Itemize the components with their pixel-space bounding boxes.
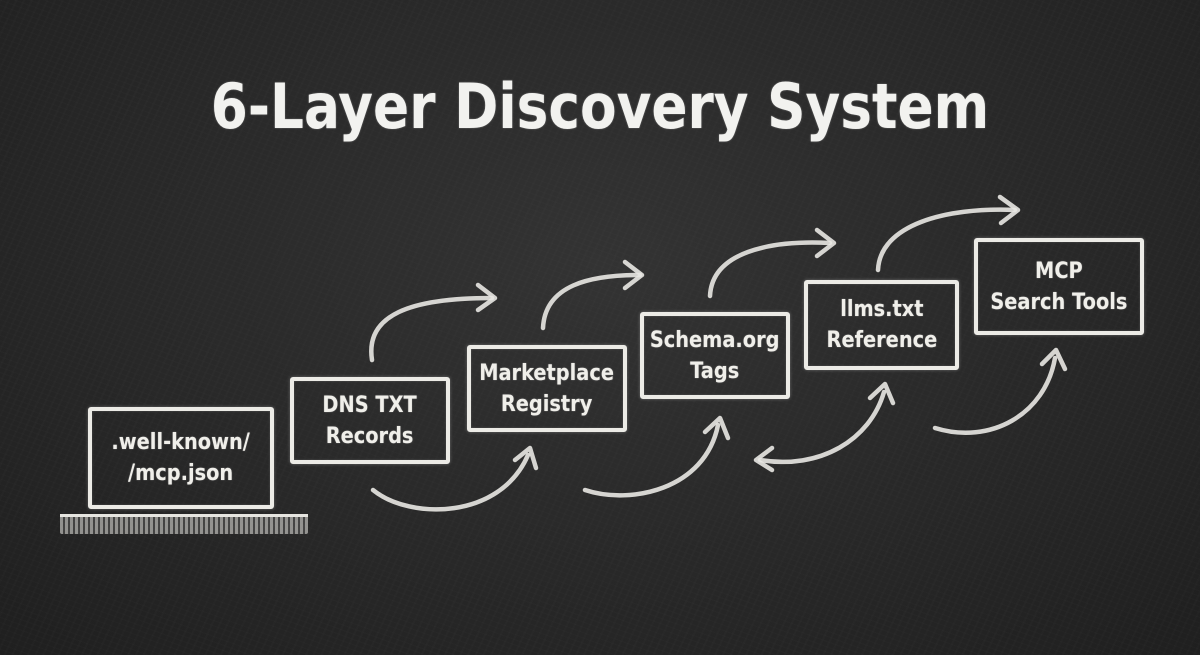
layer-label: llms.txt Reference xyxy=(826,297,937,353)
layer-label: MCP Search Tools xyxy=(990,258,1128,315)
arrow-top-4 xyxy=(875,194,1021,273)
arrow-top-2 xyxy=(540,259,645,331)
arrow-bottom-4 xyxy=(932,347,1068,435)
arrow-top-3 xyxy=(707,227,837,299)
layer-label: Marketplace Registry xyxy=(479,360,615,417)
arrow-top-1 xyxy=(369,282,498,363)
page-title: 6-Layer Discovery System xyxy=(210,70,990,143)
layer-box-schema-org: Schema.org Tags xyxy=(640,312,790,399)
layer-label: .well-known/ /mcp.json xyxy=(111,430,251,486)
layer-label: DNS TXT Records xyxy=(322,392,418,449)
layer-box-well-known: .well-known/ /mcp.json xyxy=(88,407,274,509)
layer-box-dns-txt: DNS TXT Records xyxy=(290,377,450,464)
layer-box-mcp-search: MCP Search Tools xyxy=(974,238,1144,335)
layer-box-marketplace: Marketplace Registry xyxy=(467,345,627,432)
arrow-bottom-2 xyxy=(582,415,731,498)
layer-label: Schema.org Tags xyxy=(650,327,780,384)
arrow-bottom-3 xyxy=(753,381,896,473)
laptop-base xyxy=(60,514,308,534)
layer-box-llms-txt: llms.txt Reference xyxy=(804,280,959,370)
arrow-bottom-1 xyxy=(370,445,539,512)
